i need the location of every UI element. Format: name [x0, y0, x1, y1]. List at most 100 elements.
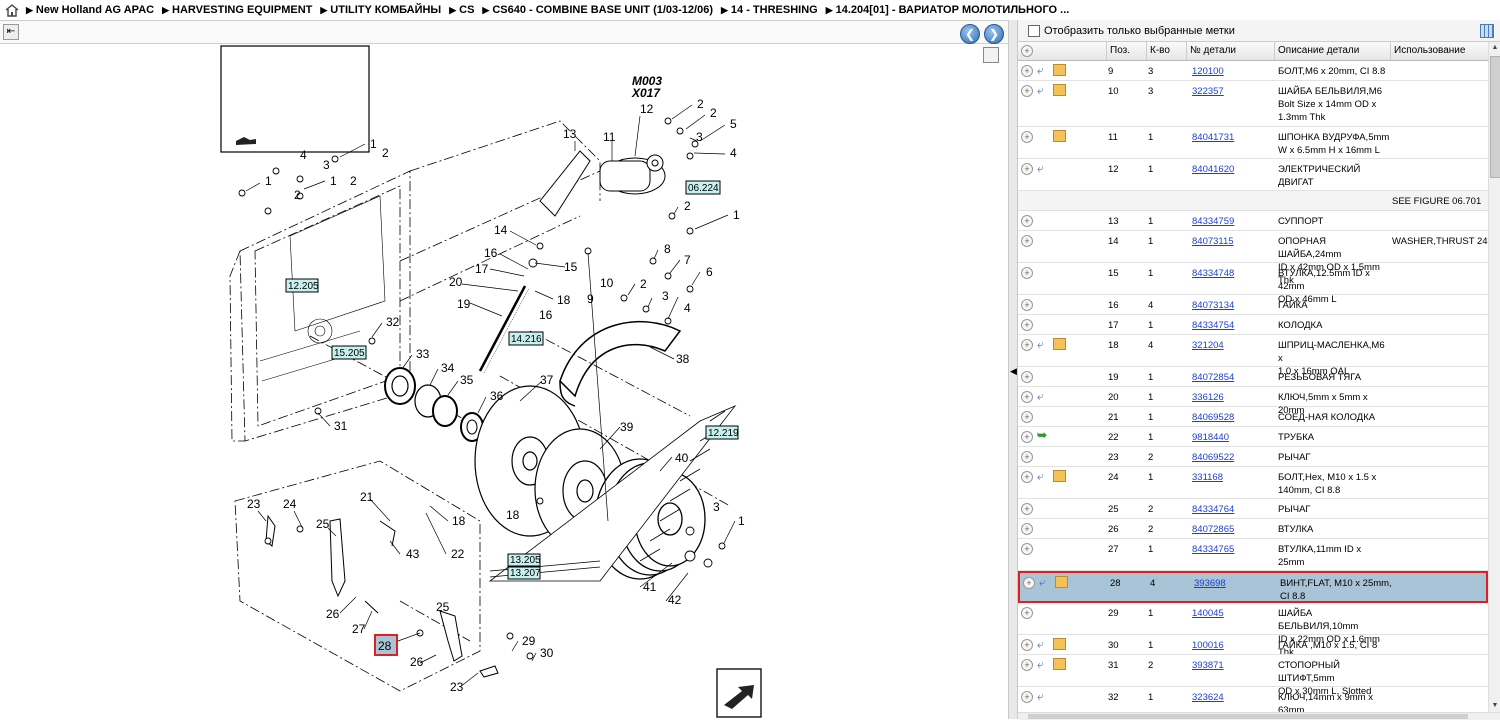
callout-22[interactable]: 22: [451, 547, 465, 561]
expand-row-icon[interactable]: +: [1021, 411, 1033, 423]
zoom-toggle-button[interactable]: [983, 47, 999, 63]
callout-2[interactable]: 2: [640, 277, 647, 291]
callout-8[interactable]: 8: [664, 242, 671, 256]
grid-icon[interactable]: [1480, 24, 1494, 38]
callout-40[interactable]: 40: [675, 451, 689, 465]
callout-25[interactable]: 25: [316, 517, 330, 531]
callout-10[interactable]: 10: [600, 276, 614, 290]
return-arrow-icon[interactable]: ⤶: [1037, 637, 1044, 651]
callout-3[interactable]: 3: [696, 130, 703, 144]
expand-row-icon[interactable]: +: [1021, 131, 1033, 143]
expand-row-icon[interactable]: +: [1021, 85, 1033, 97]
cell-part-number-link[interactable]: 84334765: [1192, 544, 1235, 555]
callout-24[interactable]: 24: [283, 497, 297, 511]
callout-14[interactable]: 14: [494, 223, 508, 237]
callout-36[interactable]: 36: [490, 389, 504, 403]
callout-2[interactable]: 2: [697, 97, 704, 111]
expand-row-icon[interactable]: +: [1021, 503, 1033, 515]
return-arrow-icon[interactable]: ⤶: [1037, 161, 1044, 175]
expand-row-icon[interactable]: +: [1021, 431, 1033, 443]
cell-part-number-link[interactable]: 84069522: [1192, 452, 1235, 463]
callout-4[interactable]: 4: [300, 148, 307, 162]
breadcrumb-item[interactable]: ▶New Holland AG APAC: [26, 4, 154, 16]
column-header-usage[interactable]: Использование: [1390, 42, 1488, 60]
cell-part-number-link[interactable]: 84073134: [1192, 300, 1235, 311]
expand-row-icon[interactable]: +: [1021, 391, 1033, 403]
return-arrow-icon[interactable]: ⤶: [1037, 657, 1044, 671]
cell-part-number-link[interactable]: 9818440: [1192, 432, 1229, 443]
callout-1[interactable]: 1: [733, 208, 740, 222]
expand-row-icon[interactable]: +: [1021, 65, 1033, 77]
callout-43[interactable]: 43: [406, 547, 420, 561]
ref-tag-14-216[interactable]: 14.216: [511, 334, 542, 345]
cell-part-number-link[interactable]: 393871: [1192, 660, 1224, 671]
expand-row-icon[interactable]: +: [1021, 691, 1033, 703]
cell-part-number-link[interactable]: 84334754: [1192, 320, 1235, 331]
scrollbar-thumb[interactable]: [1490, 56, 1500, 178]
callout-39[interactable]: 39: [620, 420, 634, 434]
callout-37[interactable]: 37: [540, 373, 554, 387]
cell-part-number-link[interactable]: 323624: [1192, 692, 1224, 703]
cell-part-number-link[interactable]: 393698: [1194, 578, 1226, 589]
expand-row-icon[interactable]: +: [1021, 339, 1033, 351]
ref-tag-13-207[interactable]: 13.207: [510, 568, 541, 579]
ref-tag-12-219[interactable]: 12.219: [708, 428, 739, 439]
cell-part-number-link[interactable]: 336126: [1192, 392, 1224, 403]
breadcrumb-item[interactable]: ▶CS640 - COMBINE BASE UNIT (1/03-12/06): [482, 4, 713, 16]
cell-part-number-link[interactable]: 84072854: [1192, 372, 1235, 383]
callout-6[interactable]: 6: [706, 265, 713, 279]
return-arrow-icon[interactable]: ⤶: [1037, 83, 1044, 97]
callout-13[interactable]: 13: [563, 127, 577, 141]
cell-part-number-link[interactable]: 84069528: [1192, 412, 1235, 423]
callout-17[interactable]: 17: [475, 262, 489, 276]
callout-23[interactable]: 23: [450, 680, 464, 694]
callout-19[interactable]: 19: [457, 297, 471, 311]
callout-18[interactable]: 18: [452, 514, 466, 528]
vertical-scrollbar[interactable]: ▲ ▼: [1488, 42, 1500, 712]
expand-row-icon[interactable]: +: [1021, 523, 1033, 535]
package-icon[interactable]: [1053, 470, 1066, 482]
callout-16[interactable]: 16: [539, 308, 553, 322]
callout-1[interactable]: 1: [265, 174, 272, 188]
pane-splitter[interactable]: ◀: [1008, 20, 1018, 719]
callout-2[interactable]: 2: [350, 174, 357, 188]
callout-9[interactable]: 9: [587, 292, 594, 306]
expand-row-icon[interactable]: +: [1021, 267, 1033, 279]
cell-part-number-link[interactable]: 84072865: [1192, 524, 1235, 535]
callout-20[interactable]: 20: [449, 275, 463, 289]
cell-part-number-link[interactable]: 331168: [1192, 472, 1223, 483]
cell-part-number-link[interactable]: 140045: [1192, 608, 1224, 619]
cell-part-number-link[interactable]: 84334748: [1192, 268, 1235, 279]
column-header-qty[interactable]: К-во: [1146, 42, 1186, 60]
callout-38[interactable]: 38: [676, 352, 690, 366]
package-icon[interactable]: [1055, 576, 1068, 588]
breadcrumb-item[interactable]: ▶14 - THRESHING: [721, 4, 818, 16]
callout-2[interactable]: 2: [710, 106, 717, 120]
expand-row-icon[interactable]: +: [1021, 299, 1033, 311]
ref-tag-15-205[interactable]: 15.205: [334, 348, 365, 359]
cell-part-number-link[interactable]: 84334764: [1192, 504, 1235, 515]
cell-part-number-link[interactable]: 321204: [1192, 340, 1224, 351]
cell-part-number-link[interactable]: 100016: [1192, 640, 1224, 651]
expand-row-icon[interactable]: +: [1021, 215, 1033, 227]
breadcrumb-item[interactable]: ▶CS: [449, 4, 474, 16]
scroll-down-icon[interactable]: ▼: [1491, 702, 1499, 709]
callout-25[interactable]: 25: [436, 600, 450, 614]
cell-part-number-link[interactable]: 84334759: [1192, 216, 1235, 227]
callout-3[interactable]: 3: [713, 500, 720, 514]
callout-1[interactable]: 1: [370, 137, 377, 151]
callout-11[interactable]: 11: [603, 130, 616, 144]
return-arrow-icon[interactable]: ⤶: [1037, 469, 1044, 483]
